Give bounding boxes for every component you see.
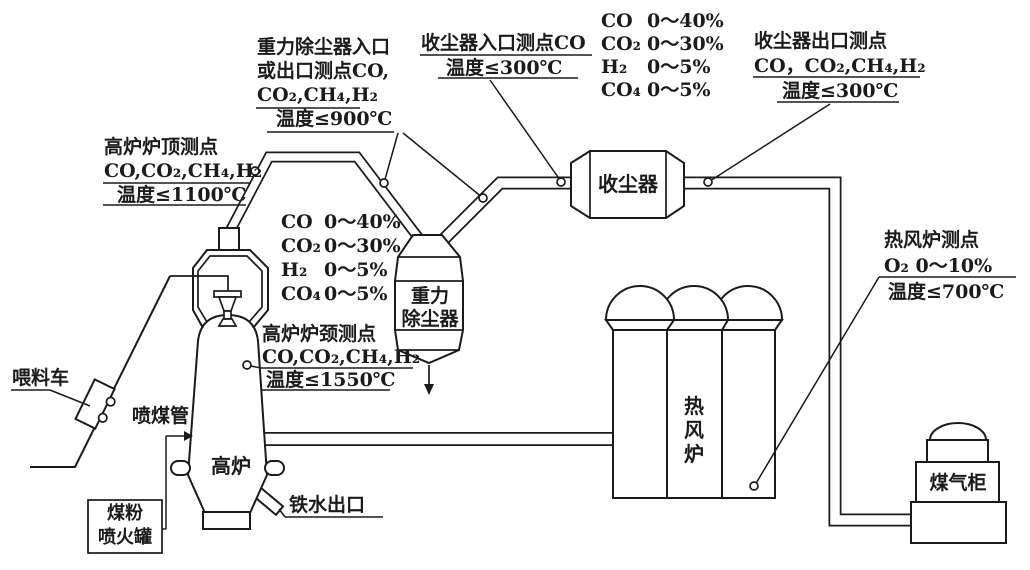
callout-line: O₂ 0～10% [884,255,993,277]
label-iron-outlet: 铁水出口 [289,494,366,516]
dust-discharge-arrow-icon [424,365,434,395]
callout-collector-inlet: 收尘器入口测点CO 温度≤300℃ [421,31,586,81]
label-dust-collector: 收尘器 [598,172,658,196]
gas-species: CO [601,10,633,32]
gas-row: H₂ 0～5% [601,56,724,79]
gas-range: 0～5% [647,79,711,101]
gas-row: CO 0～40% [601,10,724,33]
label-coal-injection-pipe: 喷煤管 [132,405,190,427]
callout-furnace-top: 高炉炉顶测点 CO,CO₂,CH₄,H₂ 温度≤1100℃ [104,135,262,207]
pipe-furnace-top-to-gravity [224,151,429,249]
label-line: 除尘器 [401,308,459,330]
gas-species: CO₄ [281,283,321,305]
hot-blast-stove-shape [604,285,784,499]
callout-line: 温度≤300℃ [446,57,563,79]
gas-range: 0～5% [324,259,388,281]
label-line: 重力 [410,285,449,307]
stove-dome-3 [711,285,784,331]
gas-range: 0～5% [647,56,711,78]
callout-line: 温度≤700℃ [888,281,1005,303]
label-hot-blast-stove: 热风炉 [684,394,704,466]
gas-species: H₂ [601,56,628,78]
callout-collector-outlet: 收尘器出口测点 CO，CO₂,CH₄,H₂ 温度≤300℃ [754,29,926,104]
callout-hot-blast-stove: 热风炉测点 O₂ 0～10% 温度≤700℃ [884,227,1004,305]
label-gravity-collector: 重力 除尘器 [391,285,469,331]
measure-points [242,166,759,491]
callout-line: 热风炉测点 [884,229,980,251]
coal-injection-arrow-icon [166,431,193,441]
coal-tank-box [87,436,167,554]
gas-species: CO₄ [601,79,641,101]
callout-line: 温度≤300℃ [782,80,899,102]
label-coal-powder-tank: 煤粉 喷火罐 [89,502,161,550]
gas-range: 0～5% [324,283,388,305]
gas-range: 0～30% [647,33,724,55]
callout-line: 高炉炉顶测点 [104,136,219,158]
stove-dome-2 [658,285,730,331]
gas-table-upper: CO 0～40% CO₂ 0～30% H₂ 0～5% CO₄ 0～5% [601,10,724,102]
callout-line: CO,CO₂,CH₄,H₂ [104,160,263,182]
gas-row: CO 0～40% [281,210,401,234]
gas-row: CO₄ 0～5% [601,79,724,102]
gas-row: H₂ 0～5% [281,258,401,282]
callout-line: CO,CO₂,CH₄,H₂ [262,346,421,368]
label-feed-car: 喂料车 [12,367,70,389]
callout-line: 收尘器出口测点 [754,30,888,52]
label-line: 煤粉 [107,503,143,524]
callout-line: 温度≤1550℃ [266,369,396,391]
label-blast-furnace: 高炉 [211,454,251,478]
callout-line: 或出口测点CO, [257,60,390,82]
skip-car-shape [74,378,116,430]
stove-dome-1 [604,285,676,331]
skip-incline [30,275,171,468]
callout-gravity-collector: 重力除尘器入口 或出口测点CO, CO₂,CH₄,H₂ 温度≤900℃ [257,35,392,131]
callout-line: 高炉炉颈测点 [262,323,377,345]
callout-line: 温度≤900℃ [276,108,393,130]
gas-row: CO₂ 0～30% [601,33,724,56]
gas-species: CO₂ [601,33,641,55]
callout-line: 重力除尘器入口 [257,36,391,58]
callout-line: 收尘器入口测点CO [421,32,586,54]
gas-holder-shape [910,422,1007,544]
gas-range: 0～30% [324,235,401,257]
gas-species: CO [281,211,313,233]
label-line: 喷火罐 [98,527,152,548]
callout-furnace-neck: 高炉炉颈测点 CO,CO₂,CH₄,H₂ 温度≤1550℃ [262,323,420,392]
callout-line: CO，CO₂,CH₄,H₂ [754,55,926,77]
pipe-gravity-to-gasholder [432,176,912,527]
callout-line: 温度≤1100℃ [117,184,247,206]
furnace-top-bell-house [170,227,269,329]
gas-species: H₂ [281,259,308,281]
gas-range: 0～40% [324,211,401,233]
gravity-collector-shape [394,234,464,365]
label-gas-holder: 煤气柜 [929,472,987,494]
leader-lines [49,79,880,518]
gas-species: CO₂ [281,235,321,257]
callout-underlines [11,54,1016,518]
dust-collector-shape [570,150,685,219]
callout-line: CO₂,CH₄,H₂ [257,84,378,106]
gas-range: 0～40% [647,10,724,32]
